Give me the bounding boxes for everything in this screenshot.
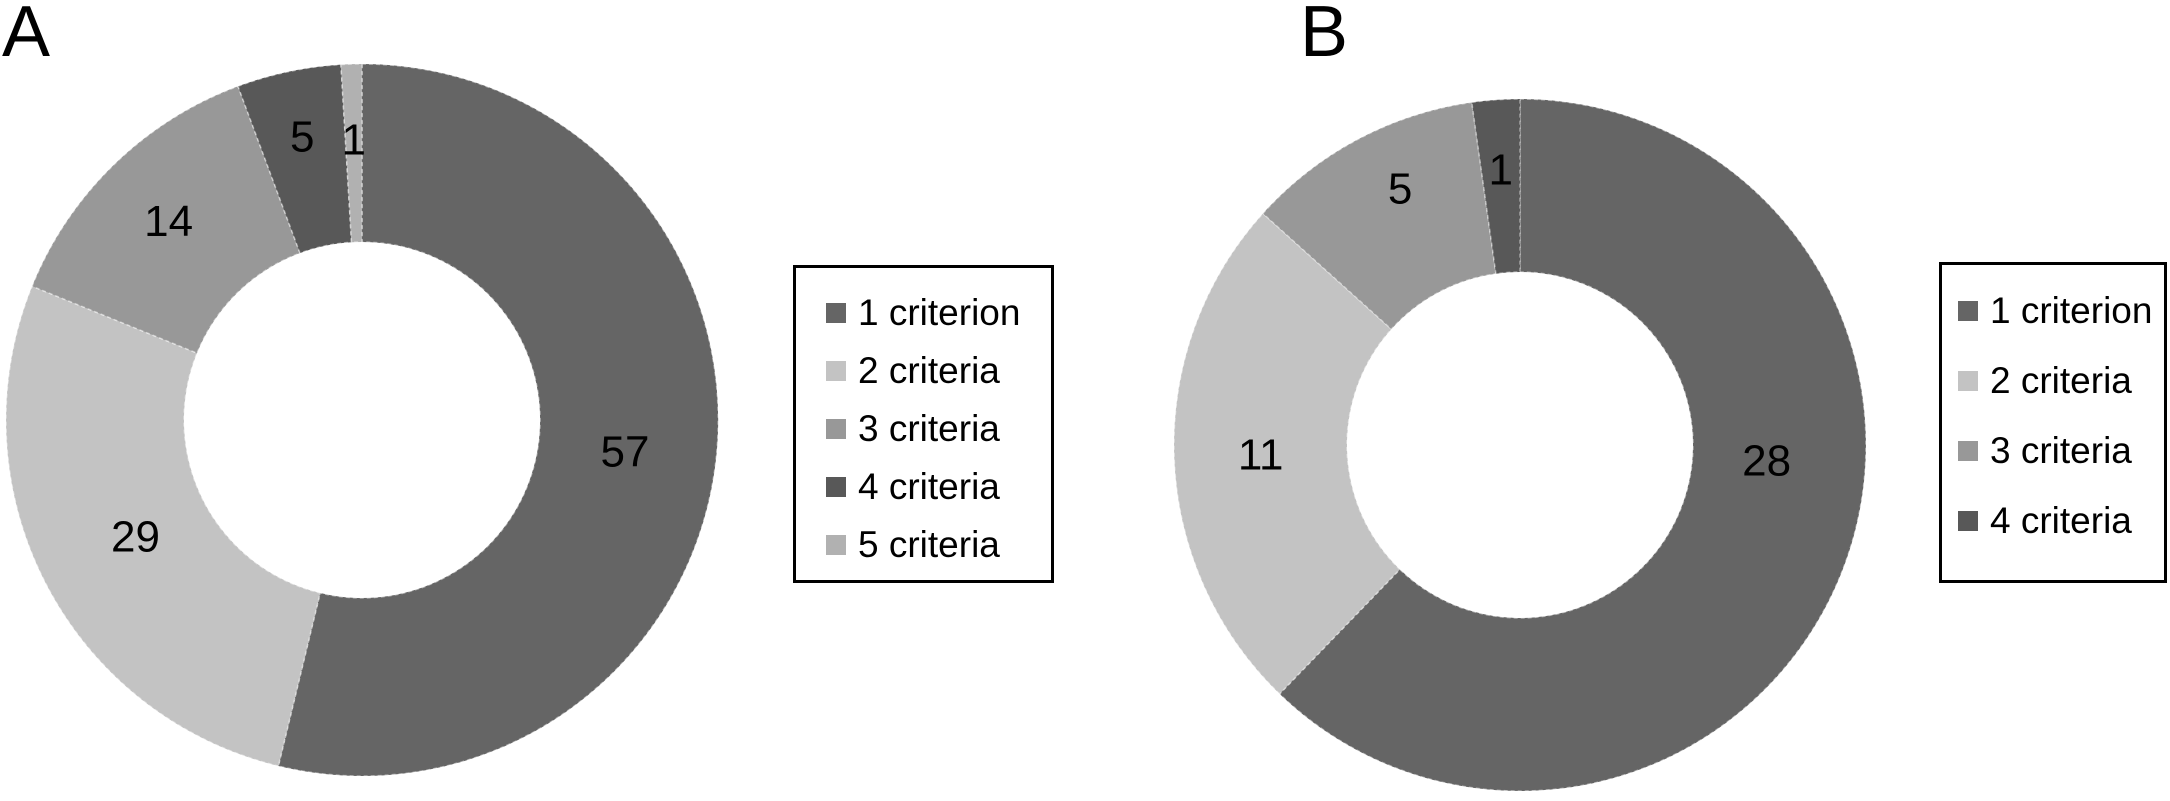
donut-a-slice-4	[340, 63, 363, 244]
panel-a-title: A	[2, 0, 51, 72]
legend-item: 1 criterion	[1942, 276, 2164, 346]
panel-b-title: B	[1300, 0, 1349, 72]
legend-swatch-icon	[826, 361, 846, 381]
legend-item-label: 5 criteria	[858, 524, 1000, 565]
donut-b-value-label-1: 11	[1238, 431, 1284, 480]
legend-item-label: 2 criteria	[858, 350, 1000, 391]
legend-swatch-icon	[826, 535, 846, 555]
legend-swatch-icon	[1958, 441, 1978, 461]
legend-item-label: 1 criterion	[858, 292, 1021, 333]
donut-b-slice-1	[1173, 212, 1401, 695]
donut-b-slice-3	[1470, 98, 1521, 275]
legend-item-label: 1 criterion	[1990, 290, 2153, 331]
donut-b-value-label-3: 1	[1488, 145, 1512, 194]
donut-a-value-label-4: 1	[341, 115, 365, 164]
legend-item: 4 criteria	[1942, 486, 2164, 556]
legend-swatch-icon	[1958, 371, 1978, 391]
donut-b-slice-2	[1261, 101, 1497, 331]
legend-swatch-icon	[1958, 301, 1978, 321]
legend-item: 1 criterion	[796, 284, 1051, 342]
legend-swatch-icon	[826, 477, 846, 497]
legend-panel-b: 1 criterion 2 criteria 3 criteria 4 crit…	[1939, 262, 2167, 583]
legend-item: 2 criteria	[1942, 346, 2164, 416]
legend-item: 3 criteria	[796, 400, 1051, 458]
legend-item-label: 3 criteria	[858, 408, 1000, 449]
legend-item: 3 criteria	[1942, 416, 2164, 486]
donut-a-value-label-1: 29	[111, 513, 160, 562]
donut-a-value-label-3: 5	[290, 113, 314, 162]
legend-item: 5 criteria	[796, 516, 1051, 574]
legend-item: 4 criteria	[796, 458, 1051, 516]
donut-b-slice-0	[1278, 98, 1867, 792]
legend-item-label: 4 criteria	[858, 466, 1000, 507]
legend-panel-a: 1 criterion 2 criteria 3 criteria 4 crit…	[793, 265, 1054, 583]
legend-item-label: 2 criteria	[1990, 360, 2132, 401]
donut-a-value-label-2: 14	[144, 197, 193, 246]
donut-a-slice-0	[277, 63, 719, 777]
donut-a-value-label-0: 57	[601, 428, 650, 477]
legend-item-label: 4 criteria	[1990, 500, 2132, 541]
donut-a-slice-2	[31, 85, 301, 355]
legend-swatch-icon	[826, 419, 846, 439]
legend-swatch-icon	[1958, 511, 1978, 531]
donut-a-slice-1	[5, 285, 322, 767]
donut-b-value-label-2: 5	[1388, 164, 1412, 213]
legend-swatch-icon	[826, 303, 846, 323]
donut-b-value-label-0: 28	[1742, 437, 1791, 486]
legend-item: 2 criteria	[796, 342, 1051, 400]
legend-item-label: 3 criteria	[1990, 430, 2132, 471]
